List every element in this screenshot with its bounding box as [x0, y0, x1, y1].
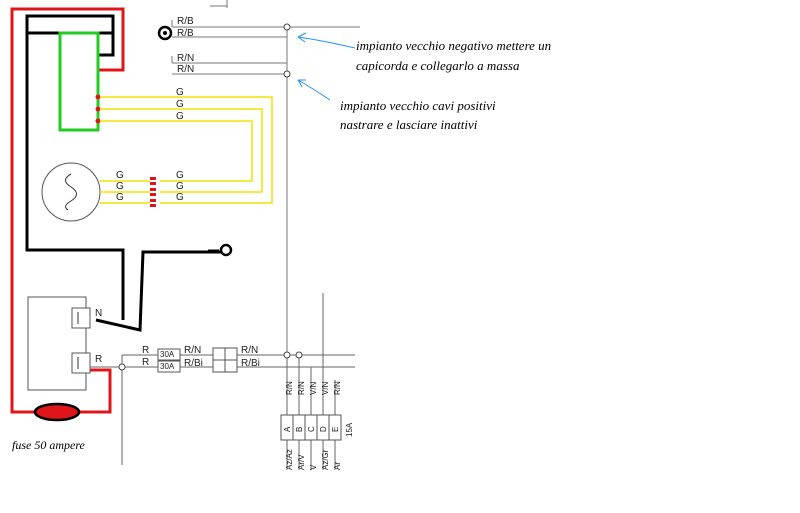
stator-symbol-icon [65, 173, 77, 211]
fuse-30a-2 [157, 360, 181, 373]
fusebox-top-label-a: R/N [285, 381, 294, 395]
fuse-30a-1-label: 30A [160, 350, 175, 359]
main-r-label: R [142, 345, 149, 356]
stator-g-left-3: G [116, 192, 124, 203]
stator-g-left-2: G [116, 181, 124, 192]
stator-g-right-3: G [176, 192, 184, 203]
reg-g-label-2: G [176, 99, 184, 110]
fusebox-bottom-label-b: Ar/V [297, 454, 306, 470]
fuse-50a [33, 402, 81, 422]
stator-g-right-2: G [176, 181, 184, 192]
stator-circle [41, 162, 101, 222]
junction-main-1 [283, 351, 291, 359]
reg-g-label-3: G [176, 111, 184, 122]
ground-wire-battery [95, 250, 222, 332]
regulator-yellow-wires [100, 96, 273, 204]
fusebox-letter-d: D [319, 426, 328, 432]
fusebox-letter-e: E [331, 427, 340, 432]
stator-connectors [150, 177, 156, 207]
fusebox-bottom-label-e: Ar [333, 462, 342, 470]
fusebox-bottom-label-d: Az/Gr [321, 449, 330, 470]
annotation-negative-line2: capicorda e collegarlo a massa [356, 58, 520, 73]
ground-wire-regulator [25, 14, 115, 57]
battery-r-label: R [95, 354, 102, 365]
reg-g-label-1: G [176, 87, 184, 98]
fuse-50-label: fuse 50 ampere [12, 438, 86, 452]
fusebox-top-label-d: V/N [321, 381, 330, 395]
top-wire-group [171, 0, 360, 355]
junction-dot-mid [283, 70, 291, 78]
fusebox-bottom-labels: Az/Az Ar/V V Az/Gr Ar [285, 449, 342, 470]
fusebox-bottom-label-a: Az/Az [285, 449, 294, 470]
fuse-rbi-label: R/Bi [184, 358, 203, 369]
junction-battery [118, 363, 126, 371]
regulator-box [58, 31, 100, 132]
fusebox-rating: 15A [345, 422, 354, 437]
wire-label-rb-top: R/B [177, 16, 194, 27]
fusebox-top-labels: R/N R/N V/N V/N R/N [285, 381, 342, 395]
out-rn-label: R/N [241, 345, 258, 356]
ground-wire-main [25, 16, 125, 320]
main-r2-label: R [142, 357, 149, 368]
annotation-arrow-negative [297, 36, 356, 49]
main-harness-lines [90, 293, 355, 470]
fusebox-top-label-b: R/N [297, 381, 306, 395]
fuse-rn-label: R/N [184, 345, 201, 356]
fusebox-top-label-c: V/N [309, 381, 318, 395]
ground-ring-terminal [219, 243, 233, 257]
fusebox [280, 414, 342, 441]
fusebox-letter-a: A [283, 426, 292, 432]
fuse-30a-2-label: 30A [160, 362, 175, 371]
junction-dot-top [283, 23, 291, 31]
ring-terminal-top [157, 25, 173, 41]
annotation-positive-line2: nastrare e lasciare inattivi [340, 117, 478, 132]
fusebox-letter-c: C [307, 426, 316, 432]
junction-main-2 [295, 351, 303, 359]
fusebox-bottom-label-c: V [309, 464, 318, 470]
wire-label-rb-second: R/B [177, 28, 194, 39]
annotation-arrow-positive [297, 79, 331, 101]
wire-label-rn-a: R/N [177, 53, 194, 64]
out-rbi-label: R/Bi [241, 358, 260, 369]
annotation-positive-line1: impianto vecchio cavi positivi [340, 98, 496, 113]
battery-n-label: N [95, 308, 102, 319]
stator-g-left-1: G [116, 170, 124, 181]
fusebox-letter-b: B [295, 427, 304, 432]
stator-g-right-1: G [176, 170, 184, 181]
wire-label-rn-b: R/N [177, 64, 194, 75]
fuse-30a-1 [157, 348, 181, 361]
fusebox-top-label-e: R/N [333, 381, 342, 395]
annotation-negative-line1: impianto vecchio negativo mettere un [356, 38, 551, 53]
